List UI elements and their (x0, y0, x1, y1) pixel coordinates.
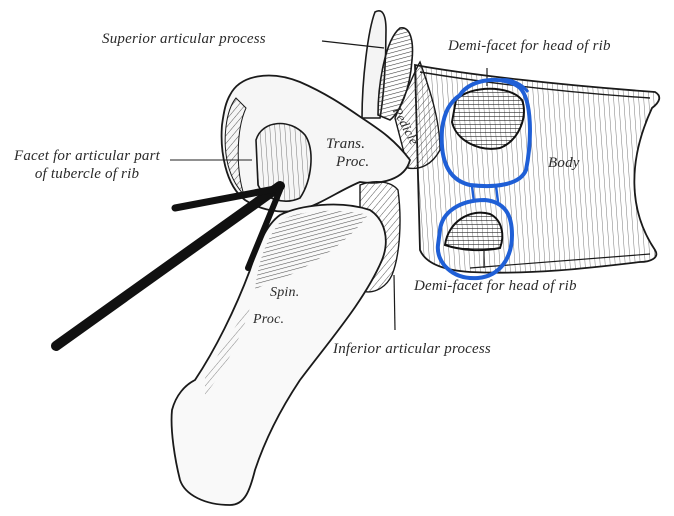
label-spin-proc-line1: Spin. (270, 285, 300, 300)
label-spin-proc-line2: Proc. (253, 312, 285, 327)
transverse-process (170, 74, 411, 213)
lower-demi-facet (443, 211, 504, 268)
pedicle (394, 60, 441, 170)
label-facet-tubercle-line1: Facet for articular part (13, 148, 161, 164)
spinous-process (170, 203, 387, 506)
label-inferior-articular-process: Inferior articular process (333, 341, 491, 357)
label-body: Body (548, 155, 580, 171)
label-trans-proc-line2: Proc. (336, 154, 370, 170)
label-demi-facet-lower: Demi-facet for head of rib (414, 278, 577, 294)
label-facet-tubercle-line2: of tubercle of rib (34, 166, 140, 182)
arrow (51, 181, 285, 351)
upper-demi-facet-circle (439, 77, 532, 189)
label-trans-proc-line1: Trans. (326, 136, 366, 152)
label-demi-facet-upper: Demi-facet for head of rib (448, 38, 611, 54)
label-superior-articular-process: Superior articular process (102, 31, 266, 47)
upper-demi-facet (450, 68, 525, 150)
lower-demi-facet-circle (435, 197, 515, 281)
